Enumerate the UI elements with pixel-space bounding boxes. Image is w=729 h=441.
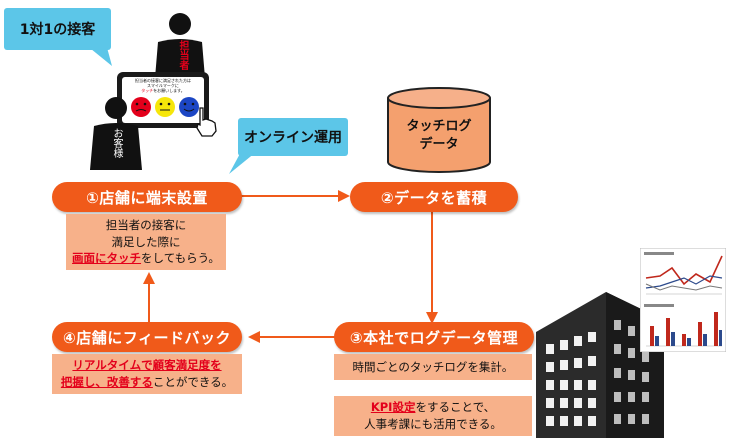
arrow-step1-to-step2-head <box>338 190 350 202</box>
database-icon <box>387 87 491 173</box>
note-4-line-1: リアルタイムで顧客満足度を <box>72 357 221 374</box>
tablet-line-3-red: タッチ <box>141 88 154 93</box>
note-1-line-3: 画面にタッチをしてもらう。 <box>72 250 220 267</box>
note-5-line-1-red: KPI設定 <box>370 400 416 415</box>
note-1-line-3-red: 画面にタッチ <box>72 251 142 266</box>
arrow-step4-to-step1 <box>148 282 150 324</box>
arrow-step3-to-step4 <box>258 336 336 338</box>
online-callout: オンライン運用 <box>238 118 348 156</box>
staff-label: 担当者 <box>177 40 188 70</box>
arrow-step2-to-step3 <box>431 211 433 314</box>
note-4-line-2-rest: ことができる。 <box>152 375 234 389</box>
customer-figure-icon <box>90 97 142 170</box>
tablet-line-3: タッチをお願いします。 <box>124 88 202 93</box>
tablet-message: 担当者の接客に満足された方は スマイルマークに タッチをお願いします。 <box>124 78 202 93</box>
pointing-hand-icon <box>196 107 217 137</box>
report-charts-icon <box>640 248 726 352</box>
tablet-line-1: 担当者の接客に満足された方は <box>135 78 191 83</box>
note-4-line-1-red: リアルタイムで顧客満足度を <box>72 358 222 373</box>
step-4-feedback: ④店舗にフィードバック <box>52 322 242 352</box>
arrow-step1-to-step2 <box>240 195 340 197</box>
note-3-text: 時間ごとのタッチログを集計。 <box>352 359 514 374</box>
arrow-step4-to-step1-head <box>143 272 155 284</box>
customer-label: お客様 <box>111 128 122 158</box>
arrow-step2-to-step3-head <box>426 312 438 324</box>
note-4-line-2-red: 把握し、改善する <box>60 375 153 389</box>
step-2-data-accumulation: ②データを蓄積 <box>350 182 518 212</box>
step-3-log-management: ③本社でログデータ管理 <box>334 322 534 352</box>
arrow-step3-to-step4-head <box>248 331 260 343</box>
note-5-line-1-rest: をすることで、 <box>415 400 496 415</box>
smiley-faces-icon <box>131 97 199 117</box>
database-label-line-2: データ <box>419 137 459 152</box>
database-label: タッチログ データ <box>386 118 492 154</box>
note-1-line-2: 満足した際に <box>111 234 181 249</box>
note-step-1: 担当者の接客に 満足した際に 画面にタッチをしてもらう。 <box>66 214 226 270</box>
note-1-line-3-rest: をしてもらう。 <box>141 251 220 266</box>
note-4-line-2: 把握し、改善することができる。 <box>61 374 233 391</box>
tablet-line-2: スマイルマークに <box>147 83 179 88</box>
database-label-line-1: タッチログ <box>406 119 472 134</box>
note-1-line-1: 担当者の接客に <box>105 217 187 232</box>
one-on-one-callout: 1対1の接客 <box>4 8 111 50</box>
note-step-3: 時間ごとのタッチログを集計。 <box>334 354 532 380</box>
step-1-terminal-setup: ①店舗に端末設置 <box>52 182 242 212</box>
note-5-line-1: KPI設定をすることで、 <box>371 399 495 416</box>
tablet-line-3-rest: をお願いします。 <box>153 88 185 93</box>
note-step-4: リアルタイムで顧客満足度を 把握し、改善することができる。 <box>52 354 242 394</box>
note-step-3-kpi: KPI設定をすることで、 人事考課にも活用できる。 <box>334 396 532 436</box>
note-5-line-2: 人事考課にも活用できる。 <box>364 417 502 431</box>
